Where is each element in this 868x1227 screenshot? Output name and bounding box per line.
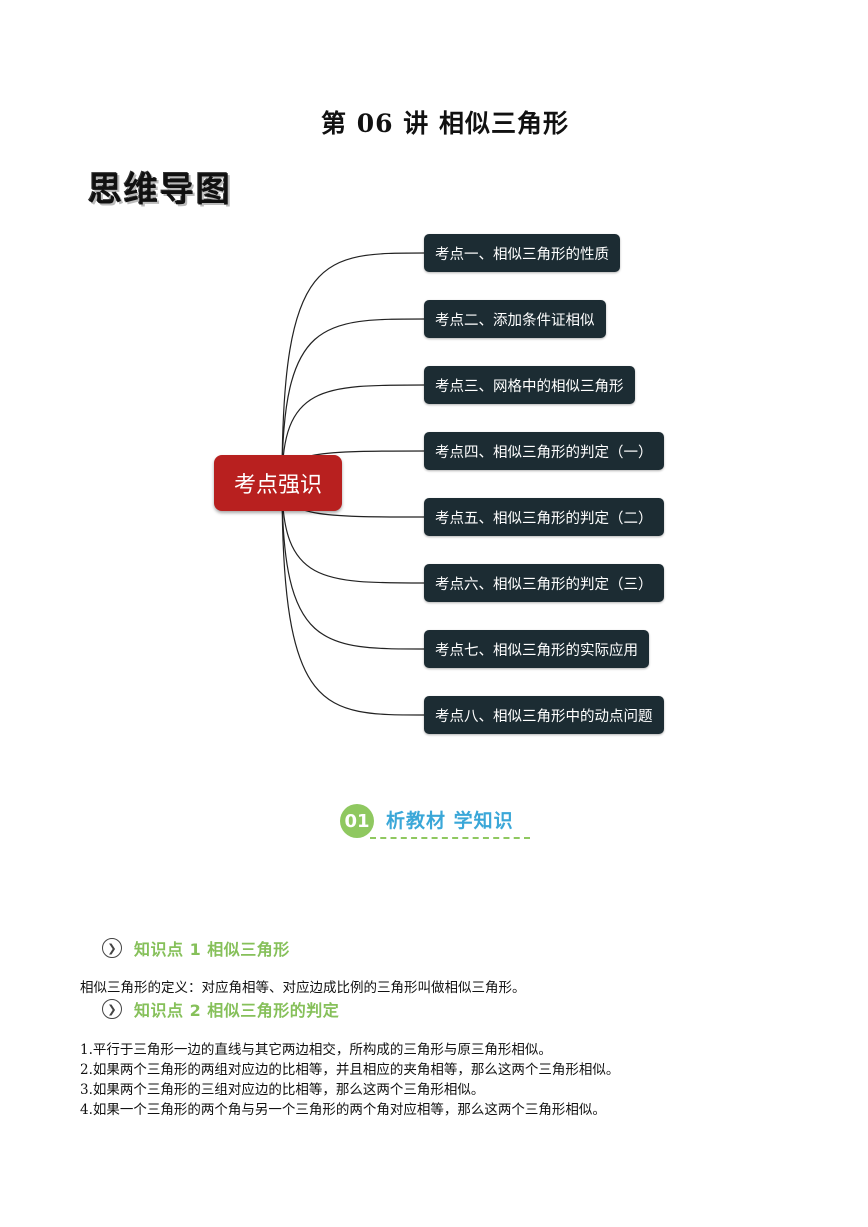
mindmap-node-5[interactable]: 考点五、相似三角形的判定（二） [424, 498, 664, 536]
paragraph-line: 3.如果两个三角形的三组对应边的比相等，那么这两个三角形相似。 [80, 1082, 485, 1098]
knowledge-point-heading-1: ❯ 知识点 1 相似三角形 [102, 936, 290, 960]
mindmap-node-6[interactable]: 考点六、相似三角形的判定（三） [424, 564, 664, 602]
section-underline [370, 837, 530, 839]
section-banner: 01 析教材 学知识 [340, 802, 530, 842]
arrow-circle-icon: ❯ [102, 999, 122, 1019]
mindmap-node-2[interactable]: 考点二、添加条件证相似 [424, 300, 606, 338]
paragraph-line: 4.如果一个三角形的两个角与另一个三角形的两个角对应相等，那么这两个三角形相似。 [80, 1102, 606, 1118]
mindmap-node-4[interactable]: 考点四、相似三角形的判定（一） [424, 432, 664, 470]
mindmap-center-node[interactable]: 考点强识 [214, 455, 342, 511]
mindmap-connector-2 [281, 318, 425, 484]
section-title: 析教材 学知识 [386, 810, 514, 832]
mindmap-node-8[interactable]: 考点八、相似三角形中的动点问题 [424, 696, 664, 734]
mindmap-label: 思维导图 [88, 170, 232, 210]
section-number-badge: 01 [340, 804, 374, 838]
mindmap-connector-7 [281, 482, 425, 650]
mindmap-connector-3 [281, 384, 425, 484]
paragraph-line: 1.平行于三角形一边的直线与其它两边相交，所构成的三角形与原三角形相似。 [80, 1042, 552, 1058]
mindmap-node-3[interactable]: 考点三、网格中的相似三角形 [424, 366, 635, 404]
paragraph-line: 相似三角形的定义：对应角相等、对应边成比例的三角形叫做相似三角形。 [80, 980, 526, 996]
mindmap-connector-8 [281, 482, 425, 716]
paragraph-line: 2.如果两个三角形的两组对应边的比相等，并且相应的夹角相等，那么这两个三角形相似… [80, 1062, 620, 1078]
page-title: 第 06 讲 相似三角形 [321, 109, 569, 138]
knowledge-point-heading-2: ❯ 知识点 2 相似三角形的判定 [102, 997, 339, 1021]
mindmap-node-1[interactable]: 考点一、相似三角形的性质 [424, 234, 620, 272]
arrow-circle-icon: ❯ [102, 938, 122, 958]
mindmap-connector-1 [281, 252, 425, 484]
mindmap-node-7[interactable]: 考点七、相似三角形的实际应用 [424, 630, 649, 668]
mindmap-connector-6 [281, 482, 425, 584]
